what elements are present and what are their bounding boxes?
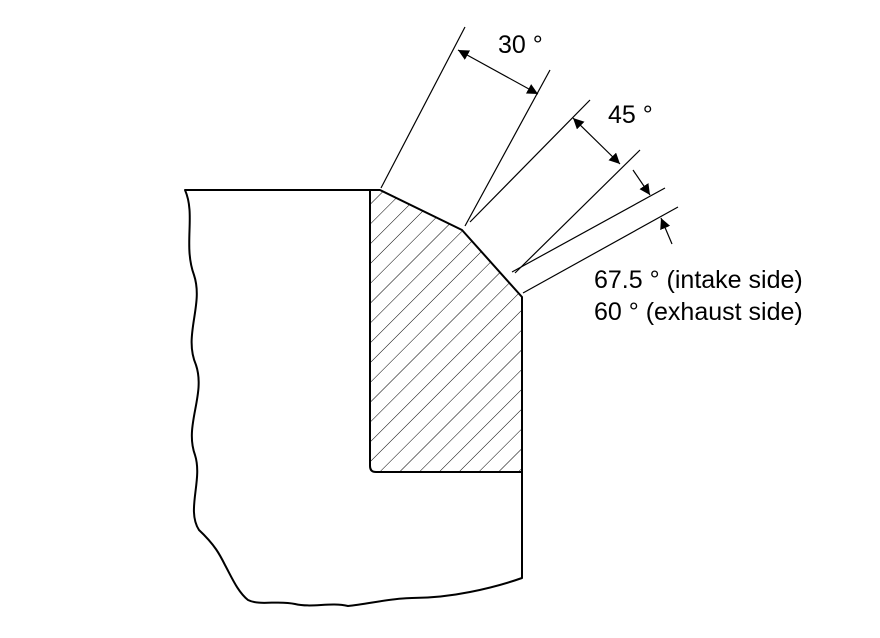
ext-line-30-b (464, 69, 551, 227)
label-intake-angle: 67.5 ° (intake side) (594, 266, 803, 294)
dim-arrow-seat-bottom (660, 217, 673, 245)
ext-line-45-a (469, 99, 591, 223)
ext-line-seat-b (522, 206, 679, 294)
valve-seat-insert (369, 189, 523, 473)
dim-arrow-seat-top (632, 169, 651, 196)
ext-line-30-a (380, 26, 466, 189)
ext-line-45-b (514, 149, 641, 274)
dim-arrow-30 (457, 49, 539, 95)
cylinder-head-outline (184, 189, 523, 607)
ext-line-seat-a (511, 187, 666, 273)
label-exhaust-angle: 60 ° (exhaust side) (594, 298, 803, 326)
label-45-deg: 45 ° (608, 101, 653, 129)
label-30-deg: 30 ° (498, 31, 543, 59)
dim-arrow-45 (572, 117, 621, 165)
